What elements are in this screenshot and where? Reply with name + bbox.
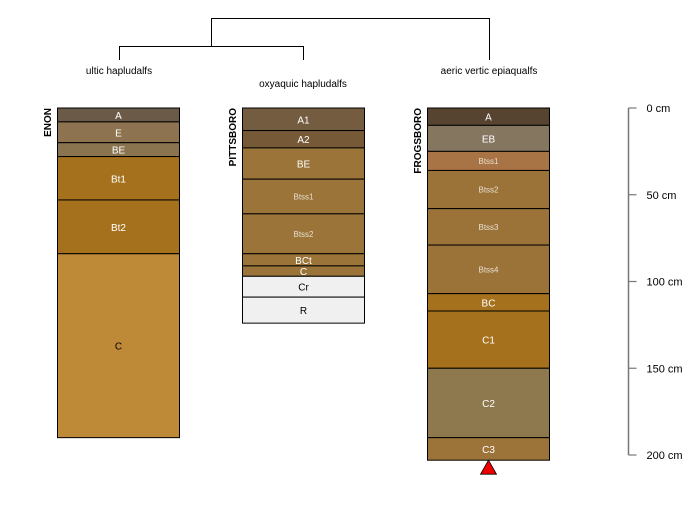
- profile-name: ENON: [43, 108, 54, 137]
- horizon-block: [427, 124, 550, 152]
- horizon-a2: A2: [242, 130, 365, 149]
- horizon-btss4: Btss4: [427, 244, 550, 295]
- horizon-label: BE: [112, 146, 126, 157]
- axis-tick-label: 50 cm: [647, 190, 677, 202]
- horizon-label: Bt1: [111, 174, 126, 185]
- depth-axis: 0 cm 50 cm 100 cm 150 cm 200 cm: [627, 103, 683, 462]
- horizon-label: A2: [297, 135, 310, 146]
- horizon-c2: C2: [427, 367, 550, 439]
- horizon-block: [427, 208, 550, 246]
- horizon-c1: C1: [427, 310, 550, 369]
- horizon-bct: BCt: [242, 253, 365, 267]
- horizon-btss1: Btss1: [242, 178, 365, 215]
- horizon-label: C1: [482, 336, 495, 347]
- horizon-a: A: [57, 107, 180, 123]
- axis-tick-label: 100 cm: [647, 277, 683, 289]
- axis-tick-label: 150 cm: [647, 363, 683, 375]
- horizon-c3: C3: [427, 437, 550, 461]
- horizon-btss3: Btss3: [427, 208, 550, 246]
- horizon-label: Btss1: [478, 157, 499, 166]
- horizon-block: [427, 310, 550, 369]
- horizon-btss2: Btss2: [427, 169, 550, 210]
- horizon-label: BE: [297, 160, 311, 171]
- horizon-block: [427, 244, 550, 295]
- horizon-label: BC: [482, 298, 496, 309]
- horizon-label: EB: [482, 134, 496, 145]
- profile-name: FROGSBORO: [413, 108, 424, 174]
- horizon-a: A: [427, 107, 550, 126]
- dendrogram-label: aeric vertic epiaqualfs: [441, 66, 538, 77]
- horizon-block: [427, 169, 550, 210]
- horizon-block: [242, 296, 365, 324]
- horizon-label: C: [115, 342, 122, 353]
- horizon-bc: BC: [427, 293, 550, 312]
- dendrogram-sub-branch: [119, 46, 304, 60]
- dendrogram-label: oxyaquic hapludalfs: [259, 79, 347, 90]
- horizon-eb: EB: [427, 124, 550, 152]
- horizon-label: Btss1: [293, 192, 314, 201]
- horizon-label: BCt: [295, 256, 312, 267]
- horizon-block: [242, 147, 365, 180]
- horizon-label: A1: [297, 115, 310, 126]
- horizon-e: E: [57, 121, 180, 144]
- dendrogram: [119, 18, 490, 60]
- profile-name: PITTSBORO: [228, 108, 239, 167]
- horizon-btss2: Btss2: [242, 213, 365, 255]
- horizon-label: R: [300, 306, 307, 317]
- horizon-label: Btss2: [478, 186, 499, 195]
- horizon-label: Bt2: [111, 223, 126, 234]
- horizon-label: Cr: [298, 283, 309, 294]
- horizon-block: [427, 367, 550, 439]
- horizon-label: C3: [482, 445, 495, 456]
- horizon-label: A: [115, 111, 122, 122]
- horizon-label: E: [115, 128, 122, 139]
- horizon-label: C2: [482, 399, 495, 410]
- horizon-btss1: Btss1: [427, 150, 550, 171]
- horizon-cr: Cr: [242, 275, 365, 298]
- horizon-label: C: [300, 267, 307, 278]
- horizon-bt2: Bt2: [57, 199, 180, 255]
- horizon-a1: A1: [242, 107, 365, 132]
- truncation-marker-icon: [479, 459, 498, 475]
- dendrogram-root-branch: [211, 18, 490, 60]
- horizon-block: [57, 156, 180, 201]
- dendrogram-label: ultic hapludalfs: [86, 66, 152, 77]
- horizon-label: Btss4: [478, 265, 499, 274]
- axis-tick-label: 0 cm: [647, 103, 671, 115]
- horizon-c: C: [57, 253, 180, 439]
- horizon-be: BE: [242, 147, 365, 180]
- horizon-r: R: [242, 296, 365, 324]
- horizon-bt1: Bt1: [57, 156, 180, 201]
- horizon-label: Btss2: [293, 230, 314, 239]
- horizon-block: [57, 253, 180, 439]
- horizon-be: BE: [57, 142, 180, 158]
- horizon-label: Btss3: [478, 223, 499, 232]
- horizon-label: A: [485, 113, 492, 124]
- axis-tick-label: 200 cm: [647, 450, 683, 462]
